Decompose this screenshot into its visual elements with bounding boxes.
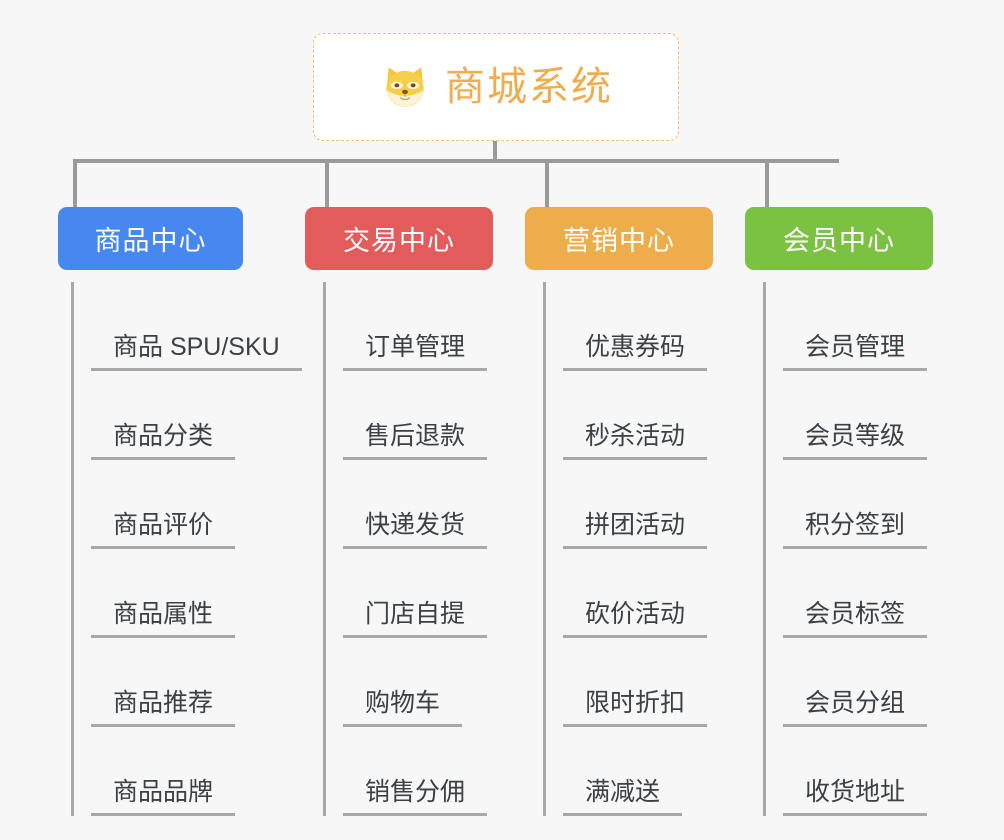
leaf-item[interactable]: 拼团活动: [563, 460, 783, 549]
leaf-label: 商品 SPU/SKU: [91, 333, 302, 371]
leaf-label: 售后退款: [343, 422, 488, 460]
leaf-label: 商品属性: [91, 600, 236, 638]
leaf-list-3: 优惠券码 秒杀活动 拼团活动 砍价活动 限时折扣 满减送: [543, 282, 783, 816]
leaf-label: 优惠券码: [563, 333, 708, 371]
leaf-label: 满减送: [563, 778, 683, 816]
leaf-list-1: 商品 SPU/SKU 商品分类 商品评价 商品属性 商品推荐 商品品牌: [71, 282, 311, 816]
leaf-label: 会员标签: [783, 600, 928, 638]
branch-column-2: 交易中心 订单管理 售后退款 快递发货 门店自提 购物车 销售分佣: [305, 207, 563, 816]
root-title: 商城系统: [445, 65, 613, 109]
leaf-label: 砍价活动: [563, 600, 708, 638]
leaf-label: 拼团活动: [563, 511, 708, 549]
branch-header-3[interactable]: 营销中心: [525, 207, 713, 270]
connector-drop-4: [765, 159, 769, 209]
leaf-item[interactable]: 会员分组: [783, 638, 1003, 727]
leaf-item[interactable]: 收货地址: [783, 727, 1003, 816]
leaf-label: 会员分组: [783, 689, 928, 727]
leaf-item[interactable]: 商品品牌: [91, 727, 311, 816]
leaf-label: 快递发货: [343, 511, 488, 549]
leaf-label: 销售分佣: [343, 778, 488, 816]
leaf-list-4: 会员管理 会员等级 积分签到 会员标签 会员分组 收货地址: [763, 282, 1003, 816]
leaf-label: 会员管理: [783, 333, 928, 371]
leaf-item[interactable]: 商品 SPU/SKU: [91, 282, 311, 371]
leaf-item[interactable]: 会员等级: [783, 371, 1003, 460]
leaf-label: 商品分类: [91, 422, 236, 460]
leaf-label: 秒杀活动: [563, 422, 708, 460]
leaf-item[interactable]: 积分签到: [783, 460, 1003, 549]
leaf-item[interactable]: 门店自提: [343, 549, 563, 638]
branch-column-4: 会员中心 会员管理 会员等级 积分签到 会员标签 会员分组 收货地址: [745, 207, 1003, 816]
leaf-list-2: 订单管理 售后退款 快递发货 门店自提 购物车 销售分佣: [323, 282, 563, 816]
leaf-item[interactable]: 会员标签: [783, 549, 1003, 638]
leaf-item[interactable]: 砍价活动: [563, 549, 783, 638]
leaf-label: 商品推荐: [91, 689, 236, 727]
leaf-item[interactable]: 销售分佣: [343, 727, 563, 816]
branch-column-1: 商品中心 商品 SPU/SKU 商品分类 商品评价 商品属性 商品推荐 商品品牌: [58, 207, 311, 816]
leaf-label: 积分签到: [783, 511, 928, 549]
leaf-item[interactable]: 商品评价: [91, 460, 311, 549]
leaf-label: 订单管理: [343, 333, 488, 371]
connector-drop-1: [73, 159, 77, 209]
leaf-item[interactable]: 商品属性: [91, 549, 311, 638]
leaf-item[interactable]: 商品推荐: [91, 638, 311, 727]
leaf-item[interactable]: 售后退款: [343, 371, 563, 460]
branch-column-3: 营销中心 优惠券码 秒杀活动 拼团活动 砍价活动 限时折扣 满减送: [525, 207, 783, 816]
leaf-item[interactable]: 满减送: [563, 727, 783, 816]
shiba-dog-face-icon: [386, 67, 424, 107]
branch-header-1[interactable]: 商品中心: [58, 207, 243, 270]
branch-header-2[interactable]: 交易中心: [305, 207, 493, 270]
connector-drop-2: [325, 159, 329, 209]
connector-horizontal-bus: [73, 159, 839, 163]
leaf-item[interactable]: 限时折扣: [563, 638, 783, 727]
leaf-item[interactable]: 购物车: [343, 638, 563, 727]
leaf-item[interactable]: 商品分类: [91, 371, 311, 460]
leaf-item[interactable]: 订单管理: [343, 282, 563, 371]
leaf-label: 收货地址: [783, 778, 928, 816]
leaf-item[interactable]: 秒杀活动: [563, 371, 783, 460]
leaf-label: 门店自提: [343, 600, 488, 638]
root-node[interactable]: 商城系统: [313, 33, 679, 141]
leaf-item[interactable]: 快递发货: [343, 460, 563, 549]
leaf-label: 商品品牌: [91, 778, 236, 816]
leaf-item[interactable]: 优惠券码: [563, 282, 783, 371]
connector-drop-3: [545, 159, 549, 209]
leaf-item[interactable]: 会员管理: [783, 282, 1003, 371]
leaf-label: 商品评价: [91, 511, 236, 549]
leaf-label: 限时折扣: [563, 689, 708, 727]
branch-header-4[interactable]: 会员中心: [745, 207, 933, 270]
leaf-label: 购物车: [343, 689, 463, 727]
leaf-label: 会员等级: [783, 422, 928, 460]
connector-root-stem: [493, 141, 497, 161]
